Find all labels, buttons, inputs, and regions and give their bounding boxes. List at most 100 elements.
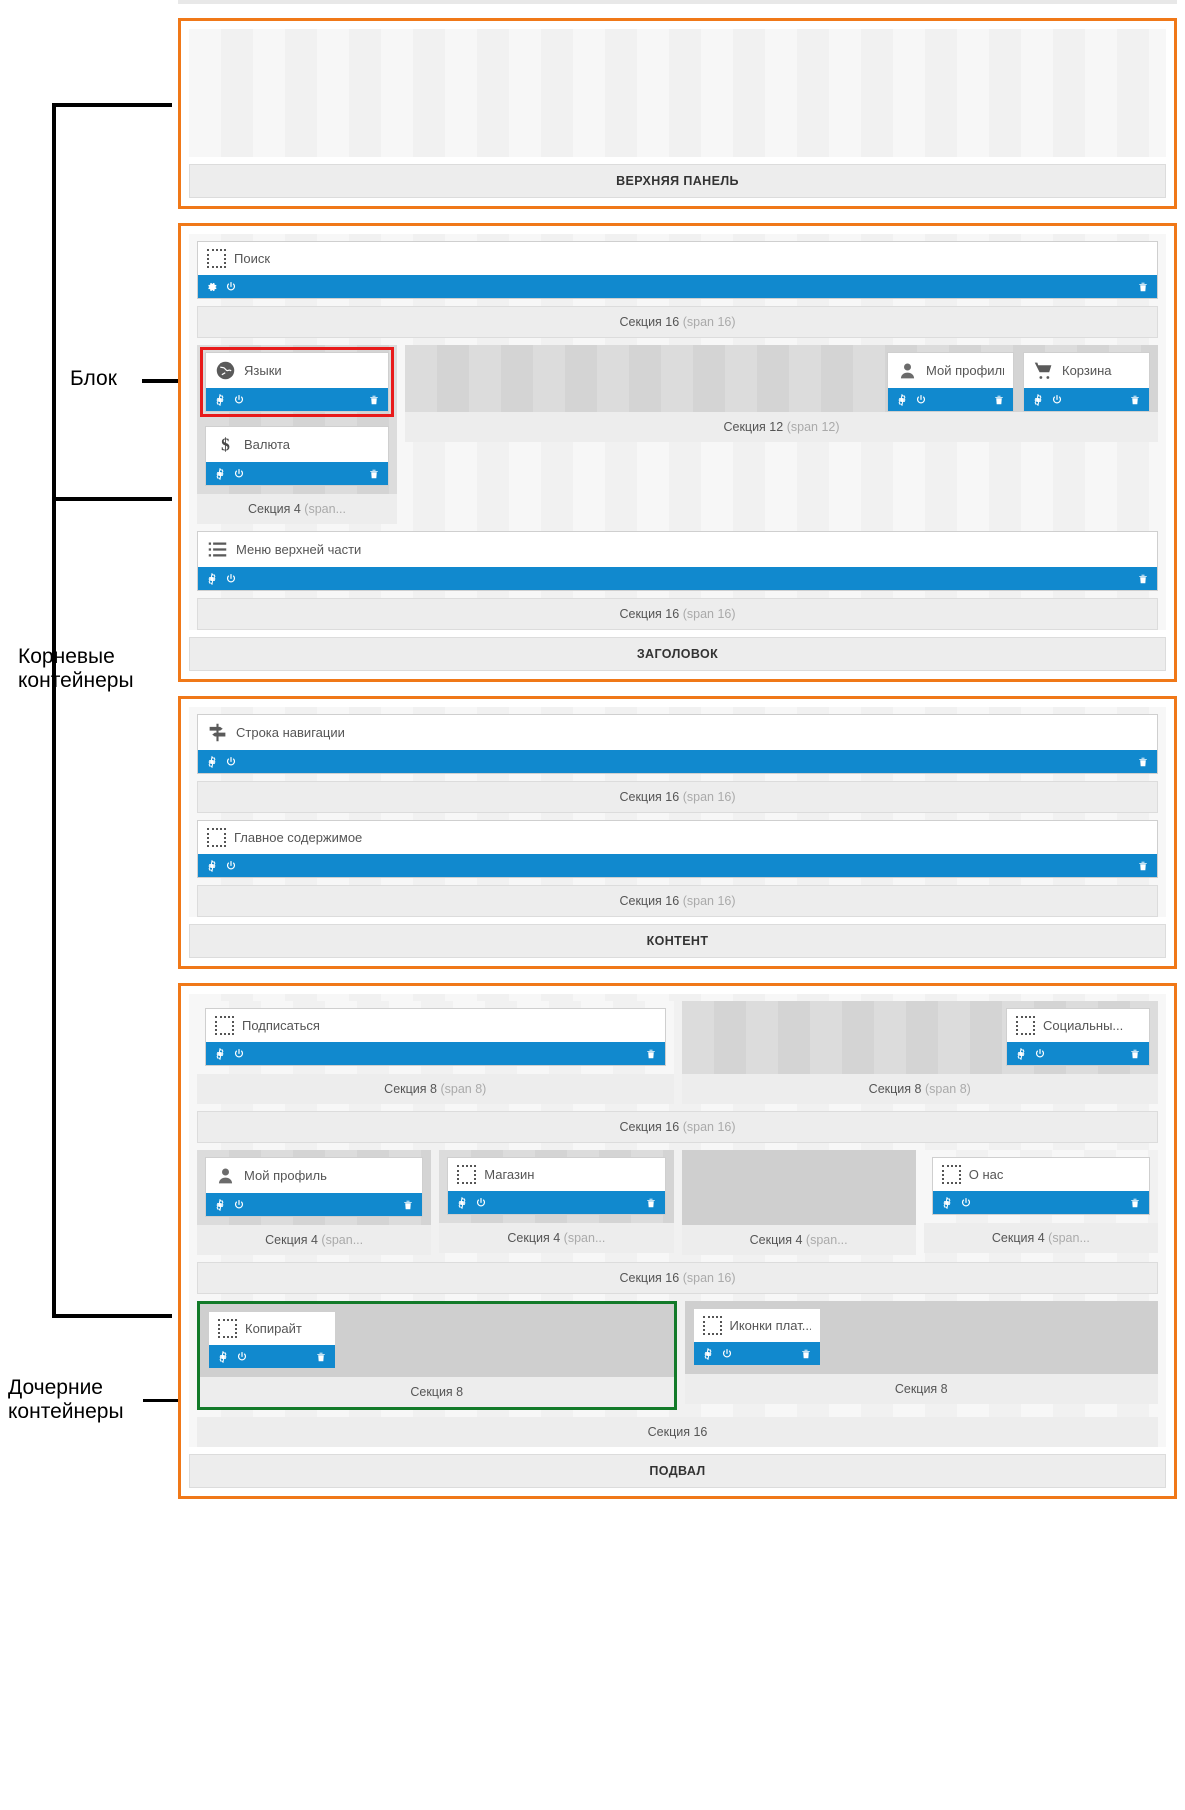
section-cell-8-subscribe[interactable]: Подписаться bbox=[197, 1001, 674, 1104]
gear-icon[interactable] bbox=[206, 755, 218, 768]
power-icon[interactable] bbox=[233, 1199, 245, 1211]
widget-navigation-bar[interactable]: Строка навигации bbox=[197, 714, 1158, 774]
widget-shop[interactable]: Магазин bbox=[447, 1157, 666, 1215]
section-cell-8-copyright-inner[interactable]: Копирайт bbox=[200, 1304, 674, 1377]
gear-icon[interactable] bbox=[214, 1047, 226, 1060]
widget-my-profile-footer[interactable]: Мой профиль bbox=[205, 1157, 424, 1217]
widget-copyright-toolbar[interactable] bbox=[209, 1345, 335, 1368]
widget-shop-toolbar[interactable] bbox=[448, 1191, 665, 1214]
header-row-menu[interactable]: Меню верхней части Секция 16 (span 16) bbox=[189, 524, 1166, 630]
section-cell-12-account[interactable]: Мой профиль bbox=[405, 345, 1158, 520]
section-cell-4-shop[interactable]: Магазин bbox=[439, 1150, 674, 1253]
widget-payment-icons[interactable]: Иконки плат... bbox=[692, 1308, 821, 1366]
widget-top-menu-toolbar[interactable] bbox=[198, 567, 1157, 590]
child-container-section-8-copyright[interactable]: Копирайт bbox=[197, 1301, 677, 1410]
content-row-main[interactable]: Главное содержимое Секция 16 (span 16) bbox=[189, 813, 1166, 917]
gear-icon[interactable] bbox=[214, 1198, 226, 1211]
trash-icon[interactable] bbox=[1137, 860, 1149, 872]
gear-icon[interactable] bbox=[1032, 393, 1044, 406]
trash-icon[interactable] bbox=[368, 394, 380, 406]
section-cell-12-inner[interactable]: Мой профиль bbox=[405, 345, 1158, 412]
widget-social-toolbar[interactable] bbox=[1007, 1042, 1149, 1065]
section-cell-4-about-inner[interactable]: О нас bbox=[923, 1150, 1158, 1223]
power-icon[interactable] bbox=[225, 756, 237, 768]
section-cell-8-subscribe-inner[interactable]: Подписаться bbox=[197, 1001, 674, 1074]
section-cell-8-payment-icons-inner[interactable]: Иконки плат... bbox=[684, 1301, 1158, 1374]
gear-icon[interactable] bbox=[1015, 1047, 1027, 1060]
widget-currency-toolbar[interactable] bbox=[206, 462, 388, 485]
widget-languages[interactable]: Языки bbox=[200, 347, 394, 417]
power-icon[interactable] bbox=[225, 860, 237, 872]
widget-main-content[interactable]: Главное содержимое bbox=[197, 820, 1158, 878]
widget-search-toolbar[interactable] bbox=[198, 275, 1157, 298]
trash-icon[interactable] bbox=[1137, 756, 1149, 768]
power-icon[interactable] bbox=[225, 281, 237, 293]
gear-icon[interactable] bbox=[206, 859, 218, 872]
gear-icon[interactable] bbox=[702, 1347, 714, 1360]
widget-about-us[interactable]: О нас bbox=[931, 1157, 1150, 1215]
power-icon[interactable] bbox=[233, 468, 245, 480]
content-row-nav[interactable]: Строка навигации Секция 16 (span 16) bbox=[189, 707, 1166, 813]
section-cell-4-profile[interactable]: Мой профиль bbox=[197, 1150, 432, 1255]
section-cell-8-payment-icons[interactable]: Иконки плат... bbox=[684, 1301, 1158, 1404]
section-cell-4-shop-inner[interactable]: Магазин bbox=[439, 1150, 674, 1223]
gear-icon[interactable] bbox=[214, 467, 226, 480]
root-container-content[interactable]: Строка навигации Секция 16 (span 16) bbox=[178, 696, 1177, 969]
power-icon[interactable] bbox=[233, 1048, 245, 1060]
gear-icon[interactable] bbox=[217, 1350, 229, 1363]
section-cell-4-empty[interactable]: Секция 4 (span... bbox=[681, 1150, 916, 1255]
trash-icon[interactable] bbox=[645, 1197, 657, 1209]
power-icon[interactable] bbox=[1034, 1048, 1046, 1060]
section-cell-4-profile-inner[interactable]: Мой профиль bbox=[197, 1150, 432, 1225]
power-icon[interactable] bbox=[915, 394, 927, 406]
section-cell-8-social-inner[interactable]: Социальны... bbox=[681, 1001, 1158, 1074]
trash-icon[interactable] bbox=[993, 394, 1005, 406]
gear-icon[interactable] bbox=[214, 393, 226, 406]
footer-row-copyright[interactable]: Копирайт bbox=[189, 1294, 1166, 1447]
footer-row-subscribe[interactable]: Подписаться bbox=[189, 994, 1166, 1143]
header-row-lang-profile[interactable]: Языки bbox=[189, 338, 1166, 524]
section-cell-8-social[interactable]: Социальны... bbox=[681, 1001, 1158, 1104]
widget-about-us-toolbar[interactable] bbox=[932, 1191, 1149, 1214]
trash-icon[interactable] bbox=[368, 468, 380, 480]
widget-cart[interactable]: Корзина bbox=[1023, 352, 1150, 412]
widget-navigation-bar-toolbar[interactable] bbox=[198, 750, 1157, 773]
widget-subscribe-toolbar[interactable] bbox=[206, 1042, 665, 1065]
widget-search[interactable]: Поиск bbox=[197, 241, 1158, 299]
gear-icon[interactable] bbox=[206, 572, 218, 585]
trash-icon[interactable] bbox=[1137, 573, 1149, 585]
trash-icon[interactable] bbox=[1129, 394, 1141, 406]
widget-payment-icons-toolbar[interactable] bbox=[693, 1342, 820, 1365]
trash-icon[interactable] bbox=[1129, 1197, 1141, 1209]
widget-my-profile-footer-toolbar[interactable] bbox=[206, 1193, 423, 1216]
header-row-search[interactable]: Поиск Секция 16 (span 16) bbox=[189, 234, 1166, 338]
widget-cart-toolbar[interactable] bbox=[1024, 388, 1149, 411]
footer-row-links[interactable]: Мой профиль bbox=[189, 1143, 1166, 1294]
section-cell-4-empty-inner[interactable] bbox=[681, 1150, 916, 1225]
power-icon[interactable] bbox=[475, 1197, 487, 1209]
root-container-footer[interactable]: Подписаться bbox=[178, 983, 1177, 1499]
trash-icon[interactable] bbox=[800, 1348, 812, 1360]
power-icon[interactable] bbox=[960, 1197, 972, 1209]
trash-icon[interactable] bbox=[645, 1048, 657, 1060]
widget-languages-toolbar[interactable] bbox=[206, 388, 388, 411]
power-icon[interactable] bbox=[236, 1351, 248, 1363]
power-icon[interactable] bbox=[1051, 394, 1063, 406]
section-cell-4-languages[interactable]: Языки bbox=[197, 345, 397, 524]
power-icon[interactable] bbox=[721, 1348, 733, 1360]
section-cell-4-about[interactable]: О нас bbox=[923, 1150, 1158, 1253]
power-icon[interactable] bbox=[233, 394, 245, 406]
widget-subscribe[interactable]: Подписаться bbox=[205, 1008, 666, 1066]
widget-social[interactable]: Социальны... bbox=[1006, 1008, 1150, 1066]
trash-icon[interactable] bbox=[1137, 281, 1149, 293]
root-container-header[interactable]: Поиск Секция 16 (span 16) bbox=[178, 223, 1177, 682]
root-container-top-panel[interactable]: ВЕРХНЯЯ ПАНЕЛЬ bbox=[178, 18, 1177, 209]
widget-my-profile-header-toolbar[interactable] bbox=[888, 388, 1013, 411]
widget-my-profile-header[interactable]: Мой профиль bbox=[887, 352, 1014, 412]
gear-icon[interactable] bbox=[456, 1196, 468, 1209]
gear-icon[interactable] bbox=[896, 393, 908, 406]
trash-icon[interactable] bbox=[1129, 1048, 1141, 1060]
widget-top-menu[interactable]: Меню верхней части bbox=[197, 531, 1158, 591]
top-panel-empty-area[interactable] bbox=[189, 29, 1166, 157]
gear-icon[interactable] bbox=[941, 1196, 953, 1209]
